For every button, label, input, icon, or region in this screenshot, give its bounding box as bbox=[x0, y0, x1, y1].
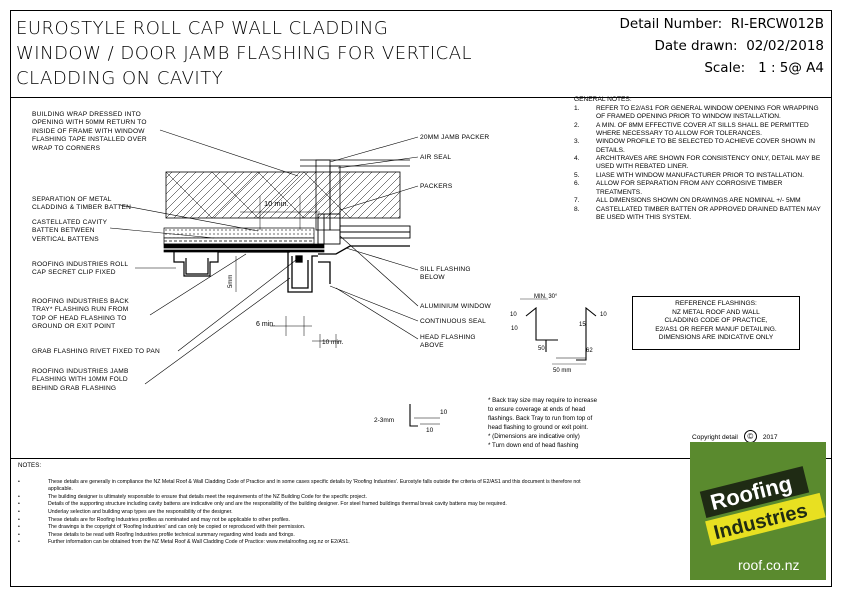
callout-sill-flashing: SILL FLASHING BELOW bbox=[420, 266, 471, 282]
reference-line-2: NZ METAL ROOF AND WALL bbox=[672, 308, 760, 316]
notes-section: NOTES: •These details are generally in c… bbox=[18, 462, 588, 547]
callout-aluminium-window: ALUMINIUM WINDOW bbox=[420, 303, 491, 310]
jamb-flashing bbox=[287, 245, 410, 293]
dim-10-b: 10 bbox=[600, 312, 607, 318]
note-item: •Details of the supporting structure inc… bbox=[18, 501, 507, 508]
dim-62: 62 bbox=[586, 348, 593, 354]
roofing-industries-logo: Roofing Industries roof.co.nz bbox=[690, 442, 826, 580]
star-note-line: to ensure coverage at ends of head bbox=[488, 406, 586, 413]
callout-packers: PACKERS bbox=[420, 183, 453, 190]
drawing-border bbox=[10, 10, 832, 587]
general-notes: GENERAL NOTES: 1.REFER TO E2/AS1 FOR GEN… bbox=[574, 96, 828, 222]
note-item: •The building designer is ultimately res… bbox=[18, 493, 367, 500]
general-note: 2.A MIN. OF 8mm EFFECTIVE COVER AT SILLS… bbox=[574, 121, 809, 137]
title-line-3: CLADDING ON CAVITY bbox=[16, 68, 224, 89]
note-item: •Further information can be obtained fro… bbox=[18, 539, 350, 546]
dim-50mm: 50 mm bbox=[553, 368, 571, 374]
dim-10-min-b: 10 min. bbox=[322, 339, 344, 346]
reference-line-5: DIMENSIONS ARE INDICATIVE ONLY bbox=[658, 334, 774, 342]
roll-cap-cladding bbox=[173, 251, 290, 277]
logo-graphic: Roofing Industries roof.co.nz bbox=[690, 442, 826, 580]
dim-15: 15 bbox=[579, 322, 586, 328]
scale-value: 1 : 5@ A4 bbox=[758, 60, 824, 76]
dim-2-3mm: 2-3mm bbox=[374, 417, 394, 424]
callout-jamb-flashing: ROOFING INDUSTRIES JAMB FLASHING WITH 10… bbox=[32, 368, 129, 392]
scale-label: Scale: bbox=[704, 60, 746, 76]
window-frame bbox=[317, 213, 411, 245]
callout-jamb-packer: 20mm JAMB PACKER bbox=[420, 134, 490, 141]
note-item: •Underlay selection and building wrap ty… bbox=[18, 508, 233, 515]
callout-air-seal: AIR SEAL bbox=[420, 154, 452, 161]
star-note-line: * Turn down end of head flashing bbox=[488, 442, 579, 449]
logo-url: roof.co.nz bbox=[738, 557, 799, 573]
star-note-line: flashings. Back Tray to run from top of bbox=[488, 415, 593, 422]
dim-10-min: 10 min. bbox=[264, 199, 289, 208]
callout-separation: SEPARATION OF METAL CLADDING & TIMBER BA… bbox=[32, 196, 132, 212]
date-drawn-value: 02/02/2018 bbox=[746, 38, 824, 54]
dim-10-d: 10 bbox=[440, 409, 448, 416]
dim-5mm: 5mm bbox=[228, 275, 234, 288]
reference-flashings-box: REFERENCE FLASHINGS: NZ METAL ROOF AND W… bbox=[632, 296, 800, 350]
callout-head-flashing: HEAD FLASHING ABOVE bbox=[420, 334, 476, 350]
copyright-label: Copyright detail bbox=[692, 434, 738, 441]
title-divider bbox=[10, 97, 832, 98]
fold-detail bbox=[409, 404, 440, 427]
general-note: 8.CASTELLATED TIMBER BATTEN OR APPROVED … bbox=[574, 205, 821, 221]
general-note: 4.ARCHITRAVES ARE SHOWN FOR CONSISTENCY … bbox=[574, 155, 821, 171]
star-note-line: * (Dimensions are indicative only) bbox=[488, 433, 580, 440]
callout-grab-rivet: GRAB FLASHING RIVET FIXED TO PAN bbox=[32, 348, 160, 355]
star-notes: * Back tray size may require to increase… bbox=[488, 396, 638, 450]
flashing-profile bbox=[525, 306, 597, 361]
title-block: Detail Number: RI-ERCW012B Date drawn: 0… bbox=[620, 13, 824, 79]
title-line-1: EUROSTYLE ROLL CAP WALL CLADDING bbox=[16, 18, 389, 39]
general-note: 7.ALL DIMENSIONS SHOWN ON DRAWINGS ARE N… bbox=[574, 197, 801, 205]
detail-number-value: RI-ERCW012B bbox=[730, 16, 824, 32]
leader-lines bbox=[109, 129, 419, 385]
dim-10-c: 10 bbox=[511, 326, 518, 332]
star-note-line: head flashing to ground or exit point. bbox=[488, 424, 589, 431]
general-note: 5.LIASE WITH WINDOW MANUFACTURER PRIOR T… bbox=[574, 171, 804, 179]
note-item: •The drawings is the copyright of 'Roofi… bbox=[18, 524, 306, 531]
reference-line-4: E2/AS1 OR REFER MANUF DETAILING. bbox=[655, 325, 777, 333]
star-note-line: * Back tray size may require to increase bbox=[488, 397, 598, 404]
date-drawn-label: Date drawn: bbox=[654, 38, 738, 54]
general-note: 6.ALLOW FOR SEPARATION FROM ANY CORROSIV… bbox=[574, 180, 783, 196]
callout-building-wrap: BUILDING WRAP DRESSED INTO OPENING WITH … bbox=[32, 111, 147, 152]
cavity-battens bbox=[163, 227, 325, 253]
detail-number-label: Detail Number: bbox=[619, 16, 723, 32]
reference-line-3: CLADDING CODE OF PRACTICE, bbox=[664, 317, 768, 325]
callout-continuous-seal: CONTINUOUS SEAL bbox=[420, 318, 487, 325]
callout-castellated-batten: CASTELLATED CAVITY BATTEN BETWEEN VERTIC… bbox=[32, 219, 108, 243]
callout-back-tray: ROOFING INDUSTRIES BACK TRAY* FLASHING R… bbox=[32, 298, 129, 331]
drawing-title: EUROSTYLE ROLL CAP WALL CLADDING WINDOW … bbox=[16, 16, 472, 91]
timber-stud bbox=[165, 171, 401, 219]
note-item: •These details to be read with Roofing I… bbox=[18, 531, 295, 538]
general-note: 1.REFER TO E2/AS1 FOR GENERAL WINDOW OPE… bbox=[574, 105, 819, 121]
note-item: •These details are for Roofing Industrie… bbox=[18, 516, 290, 523]
notes-divider bbox=[10, 458, 832, 459]
notes-heading: NOTES: bbox=[18, 462, 42, 469]
dim-min-30: MIN. 30° bbox=[534, 294, 558, 300]
copyright-year: 2017 bbox=[762, 434, 778, 441]
callout-roll-cap: ROOFING INDUSTRIES ROLL CAP SECRET CLIP … bbox=[32, 261, 129, 277]
dim-6-min: 6 min. bbox=[256, 321, 275, 328]
dim-50: 50 bbox=[538, 346, 545, 352]
general-note: 3.WINDOW PROFILE TO BE SELECTED TO ACHIE… bbox=[574, 138, 815, 154]
dim-10-a: 10 bbox=[510, 312, 517, 318]
reference-line-1: REFERENCE FLASHINGS: bbox=[675, 300, 757, 307]
note-item: •These details are generally in complian… bbox=[18, 478, 581, 493]
general-notes-heading: GENERAL NOTES: bbox=[574, 96, 632, 103]
title-line-2: WINDOW / DOOR JAMB FLASHING FOR VERTICAL bbox=[16, 43, 473, 64]
dim-10-e: 10 bbox=[426, 427, 434, 434]
